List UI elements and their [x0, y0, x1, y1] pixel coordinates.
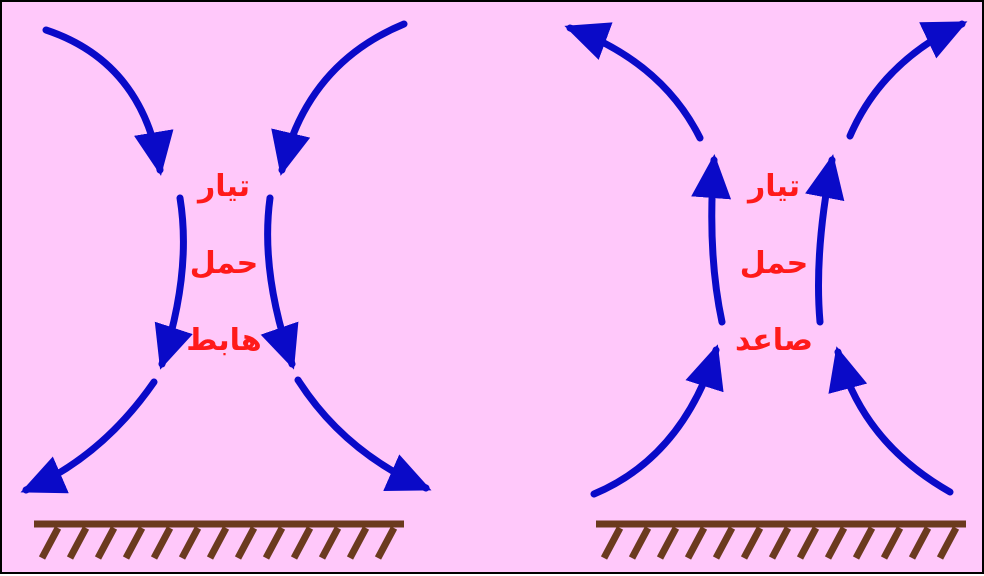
- ascending-current-group: [570, 24, 966, 558]
- arrow-bottom-right-in: [838, 352, 950, 492]
- ascending-label-line-2: حمل: [714, 247, 834, 281]
- arrow-bottom-right-out: [298, 380, 426, 488]
- arrow-top-left-in: [46, 30, 160, 170]
- ground-right: [596, 524, 966, 558]
- ascending-label-line-3: صاعد: [714, 324, 834, 358]
- arrow-top-right-out: [850, 24, 962, 136]
- descending-current-group: [26, 24, 426, 558]
- ground-left: [34, 524, 404, 558]
- ascending-label-line-1: تيار: [714, 170, 834, 204]
- arrow-top-right-in: [282, 24, 404, 170]
- arrow-bottom-left-out: [26, 382, 154, 490]
- descending-label-line-1: تيار: [164, 170, 284, 204]
- arrow-top-left-out: [570, 28, 700, 138]
- arrow-bottom-left-in: [594, 350, 716, 494]
- descending-label-line-3: هابط: [164, 324, 284, 358]
- descending-label-line-2: حمل: [164, 247, 284, 281]
